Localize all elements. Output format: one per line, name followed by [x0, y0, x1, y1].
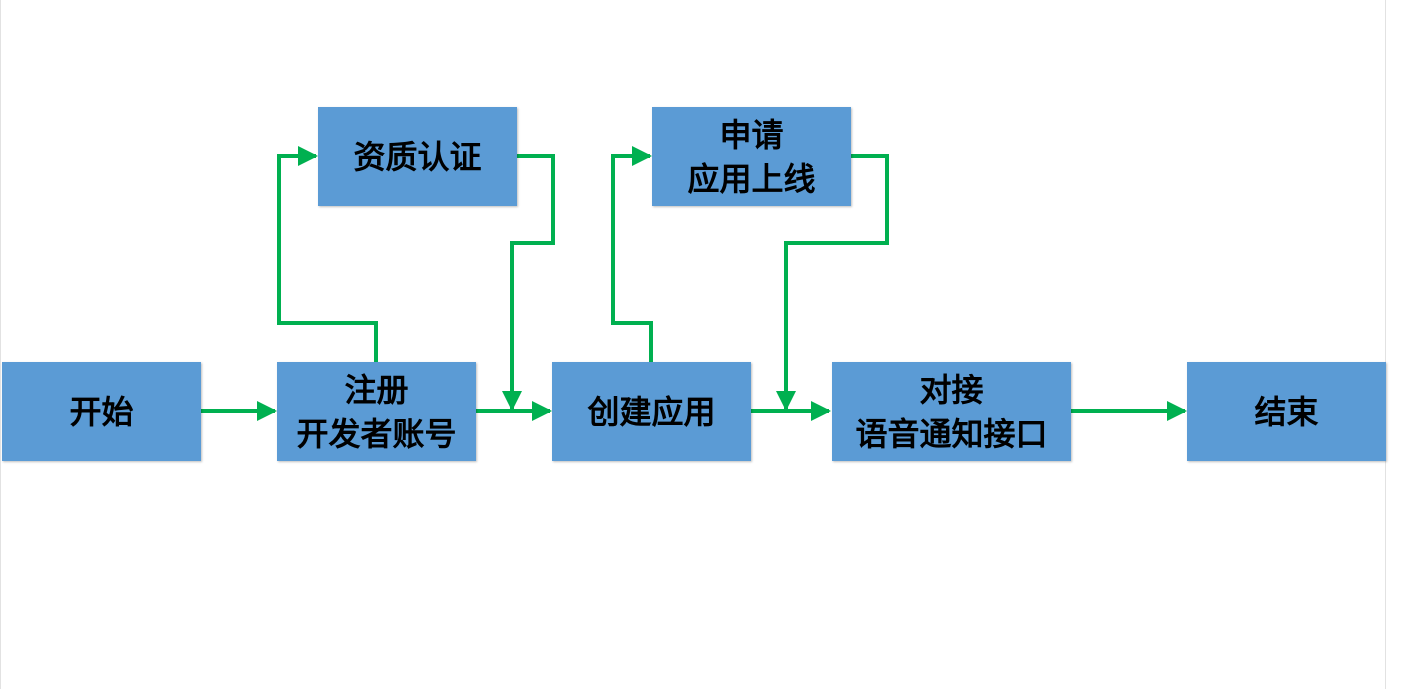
- page-edge-left: [0, 0, 1, 689]
- node-create-app: 创建应用: [552, 362, 751, 461]
- node-integrate-voice-notification-api: 对接 语音通知接口: [832, 362, 1071, 461]
- page-edge-right: [1385, 0, 1386, 689]
- arrow-qualification-to-flow: [502, 154, 555, 411]
- node-register-developer-account: 注册 开发者账号: [277, 362, 476, 461]
- node-qualification-certification: 资质认证: [318, 107, 517, 206]
- arrow-apply-online-to-flow: [776, 154, 889, 411]
- node-apply-app-online: 申请 应用上线: [652, 107, 851, 206]
- node-start: 开始: [2, 362, 201, 461]
- node-end: 结束: [1187, 362, 1386, 461]
- arrow-create-app-to-apply-online: [611, 146, 653, 362]
- arrow-register-to-qualification: [277, 146, 378, 362]
